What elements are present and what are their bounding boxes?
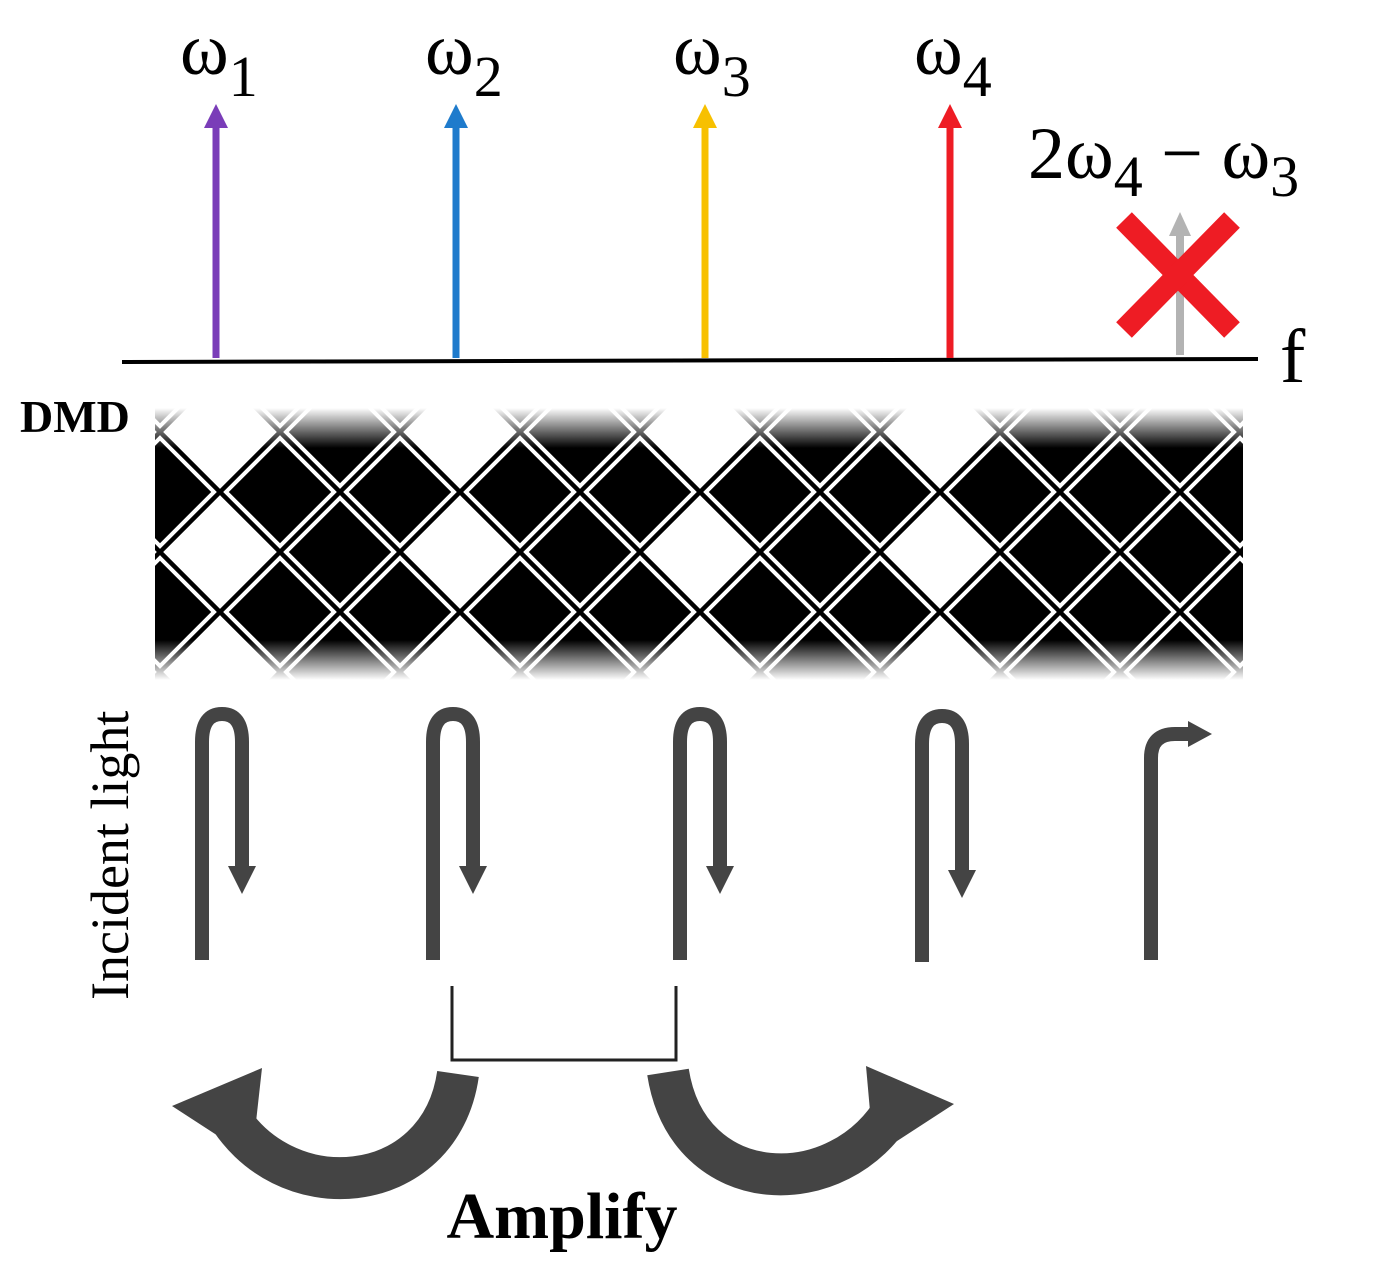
dmd-micromirror (1003, 495, 1117, 609)
w1-label-sub: 1 (229, 44, 258, 109)
w3-label-sub: 3 (722, 44, 751, 109)
idler-label: 2ω4 − ω3 (1028, 113, 1299, 209)
pair-bracket (450, 986, 678, 1062)
w4-arrowhead (938, 104, 962, 128)
amplify-arrowhead-right (866, 1066, 954, 1156)
w1-label: ω1 (180, 9, 258, 109)
dmd-micromirror (283, 495, 397, 609)
reflected-beam-2 (426, 707, 487, 960)
w4-label: ω4 (914, 9, 992, 109)
w4-label-sub: 4 (963, 44, 992, 109)
w1-arrowhead (204, 104, 228, 128)
spectral-line-w2: ω2 (425, 9, 503, 358)
dmd-mirror-array (155, 318, 1380, 726)
amplify-label: Amplify (447, 1180, 678, 1253)
spectral-line-w3: ω3 (673, 9, 751, 358)
w2-label: ω2 (425, 9, 503, 109)
amplify-arrows (205, 1067, 915, 1199)
dmd-micromirror (1246, 618, 1354, 726)
incident-light-label: Incident light (80, 711, 140, 1000)
dmd-micromirror (403, 495, 517, 609)
w2-label-base: ω (425, 9, 474, 91)
w3-label-base: ω (673, 9, 722, 91)
dmd-micromirror (1306, 438, 1380, 546)
dmd-micromirror (523, 495, 637, 609)
amplify-arrowhead-left (172, 1068, 262, 1158)
w4-label-base: ω (914, 9, 963, 91)
axis-label-f: f (1280, 315, 1306, 399)
dmd-micromirror (763, 495, 877, 609)
w1-label-base: ω (180, 9, 229, 91)
w3-label: ω3 (673, 9, 751, 109)
dmd-micromirror (163, 495, 277, 609)
spectral-line-w4: ω4 (914, 9, 992, 358)
dmd-micromirror (883, 495, 997, 609)
w2-label-sub: 2 (474, 44, 503, 109)
dmd-micromirror (155, 550, 157, 554)
w3-arrowhead (693, 104, 717, 128)
dmd-micromirror (703, 435, 817, 549)
dmd-micromirror (583, 435, 697, 549)
dmd-micromirror (1063, 435, 1177, 549)
dmd-micromirror (1306, 558, 1380, 666)
dmd-micromirror (343, 435, 457, 549)
beam-paths (195, 707, 1212, 962)
reflected-beam-4 (915, 709, 976, 962)
dmd-micromirror (1183, 435, 1243, 549)
w2-arrowhead (444, 104, 468, 128)
amplify-arrow-right (647, 1067, 915, 1196)
frequency-axis (121, 357, 1259, 364)
dmd-label: DMD (20, 391, 130, 442)
idler-2w4-minus-w3: 2ω4 − ω3 (1028, 113, 1299, 355)
reflected-beam-3 (673, 707, 734, 960)
dmd-micromirror (155, 670, 157, 674)
deflected-beam-idler (1144, 721, 1212, 960)
dmd-micromirror (1246, 498, 1354, 606)
dmd-micromirror (463, 435, 577, 549)
dmd-micromirror (943, 435, 1057, 549)
dmd-micromirror (643, 495, 757, 609)
blocked-x-icon (1116, 212, 1240, 338)
dmd-micromirror (155, 435, 217, 549)
reflected-beam-1 (195, 707, 256, 960)
dmd-micromirror (1306, 318, 1380, 426)
dmd-micromirror (1123, 495, 1237, 609)
spectral-line-w1: ω1 (180, 9, 258, 358)
dmd-micromirror (823, 435, 937, 549)
idler-arrowhead (1169, 212, 1191, 236)
dmd-micromirror (223, 435, 337, 549)
